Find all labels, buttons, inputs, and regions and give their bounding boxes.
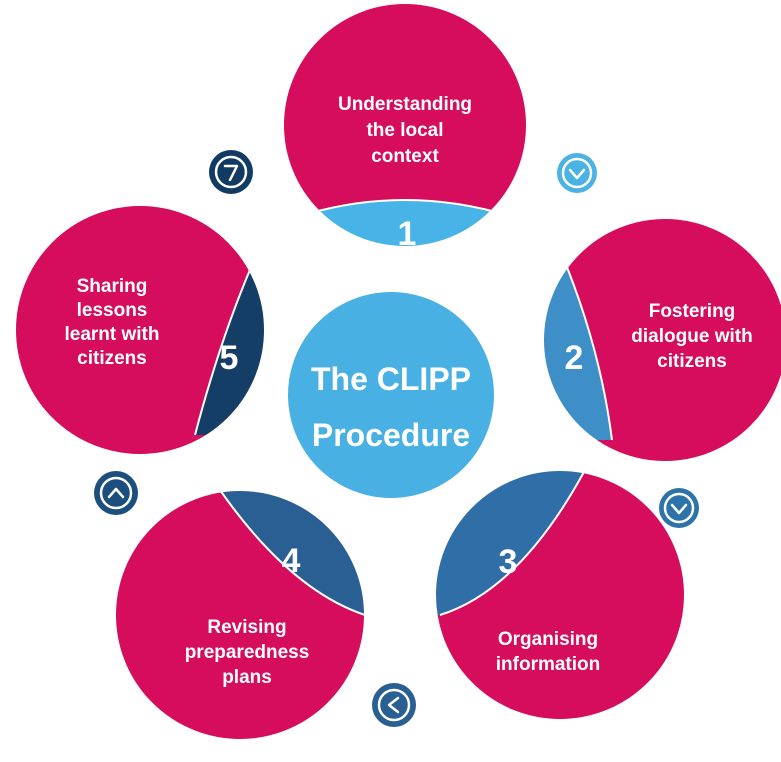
step-1-circle — [283, 3, 527, 247]
center-title-line2: Procedure — [312, 417, 470, 453]
step-5-number: 5 — [220, 339, 239, 377]
center-node: The CLIPP Procedure — [288, 292, 494, 498]
step-3-outline — [434, 469, 686, 721]
step-1-label-line1: Understanding — [338, 94, 472, 115]
step-4-band-edge — [219, 490, 365, 616]
step-5: 5 Sharing lessons learnt with citizens — [14, 204, 266, 456]
step-2-band-edge — [559, 249, 613, 441]
step-1-outline — [282, 2, 528, 248]
step-5-circle — [15, 205, 265, 455]
step-4: 4 Revising preparedness plans — [114, 489, 366, 741]
step-3-label-line1: Organising — [498, 629, 598, 650]
chevron-up-right-icon — [209, 150, 253, 194]
step-2-label-line3: citizens — [657, 351, 727, 372]
step-1-number: 1 — [398, 215, 417, 253]
step-3-number: 3 — [499, 543, 518, 581]
step-4-label-line1: Revising — [207, 617, 286, 638]
step-2-outline — [542, 217, 781, 463]
step-5-label-line3: learnt with — [64, 324, 159, 345]
step-4-outline — [114, 489, 366, 741]
step-5-band-edge — [194, 264, 253, 436]
center-circle — [288, 292, 494, 498]
step-1-label-line2: the local — [366, 120, 443, 141]
step-1: 1 Understanding the local context — [282, 2, 528, 253]
chevron-down-icon — [659, 488, 699, 528]
step-2-number: 2 — [565, 339, 584, 377]
step-5-label-line1: Sharing — [77, 276, 148, 297]
chevron-left-icon — [372, 683, 416, 727]
step-2-label-line2: dialogue with — [631, 326, 752, 347]
chevron-down-icon — [557, 153, 597, 193]
step-3: 3 Organising information — [434, 469, 686, 721]
step-4-label-line2: preparedness — [185, 642, 310, 663]
step-5-outline — [14, 204, 266, 456]
step-3-band-edge — [439, 470, 586, 616]
step-3-label-line2: information — [496, 654, 601, 675]
step-4-number: 4 — [282, 542, 301, 580]
step-5-label-line4: citizens — [77, 348, 147, 369]
step-2: 2 Fostering dialogue with citizens — [542, 217, 781, 463]
chevron-up-icon — [94, 471, 138, 515]
step-2-label-line1: Fostering — [649, 301, 736, 322]
step-1-label-line3: context — [371, 146, 439, 167]
center-title-line1: The CLIPP — [311, 361, 471, 397]
step-4-label-line3: plans — [222, 667, 272, 688]
step-5-label-line2: lessons — [77, 300, 148, 321]
